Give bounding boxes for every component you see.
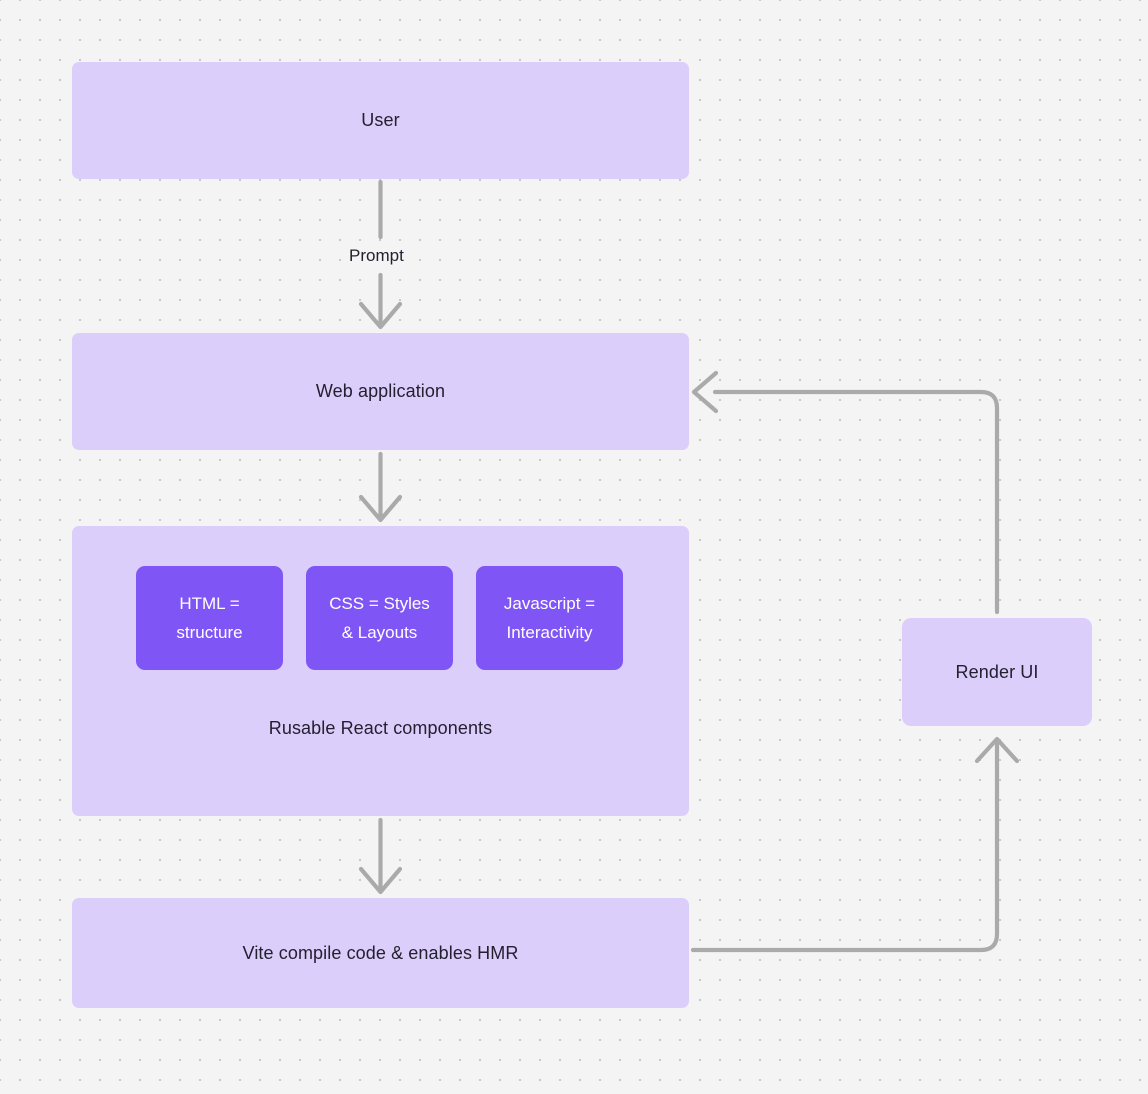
node-user-label: User [361,110,400,130]
node-chip-javascript[interactable]: Javascript = Interactivity [476,566,623,670]
arrowhead-up-render-ui [974,736,1020,764]
node-chip-html-line2: structure [176,623,243,642]
node-chip-css-line2: & Layouts [341,623,418,642]
node-chip-html[interactable]: HTML = structure [136,566,283,670]
node-chip-javascript-line2: Interactivity [506,623,593,642]
node-chip-css-label: CSS = Styles & Layouts [321,589,438,647]
node-user[interactable]: User [72,62,689,179]
edge-vite-to-render-ui [690,739,1000,953]
node-chip-html-line1: HTML = [179,594,240,613]
edge-label-prompt: Prompt [343,245,410,267]
node-components-caption: Rusable React components [268,718,493,738]
node-chip-css-line1: CSS = Styles [329,594,430,613]
node-chip-javascript-line1: Javascript = [503,594,596,613]
node-chip-javascript-label: Javascript = Interactivity [496,589,603,647]
node-vite-label: Vite compile code & enables HMR [242,942,519,963]
node-chip-css[interactable]: CSS = Styles & Layouts [306,566,453,670]
node-components-group[interactable]: HTML = structure CSS = Styles & Layouts … [72,526,689,816]
arrowhead-down-webapp [358,301,403,330]
node-render-ui[interactable]: Render UI [902,618,1092,726]
node-web-application-label: Web application [315,381,446,401]
node-render-ui-label: Render UI [955,661,1039,682]
arrowhead-left-webapp [691,370,719,414]
node-vite[interactable]: Vite compile code & enables HMR [72,898,689,1008]
node-chip-html-label: HTML = structure [168,589,250,647]
arrowhead-down-vite [358,866,403,895]
node-web-application[interactable]: Web application [72,333,689,450]
arrowhead-down-components [358,494,403,523]
edge-render-ui-to-webapp [712,389,1000,615]
node-components-caption-wrap: Rusable React components [72,714,689,743]
